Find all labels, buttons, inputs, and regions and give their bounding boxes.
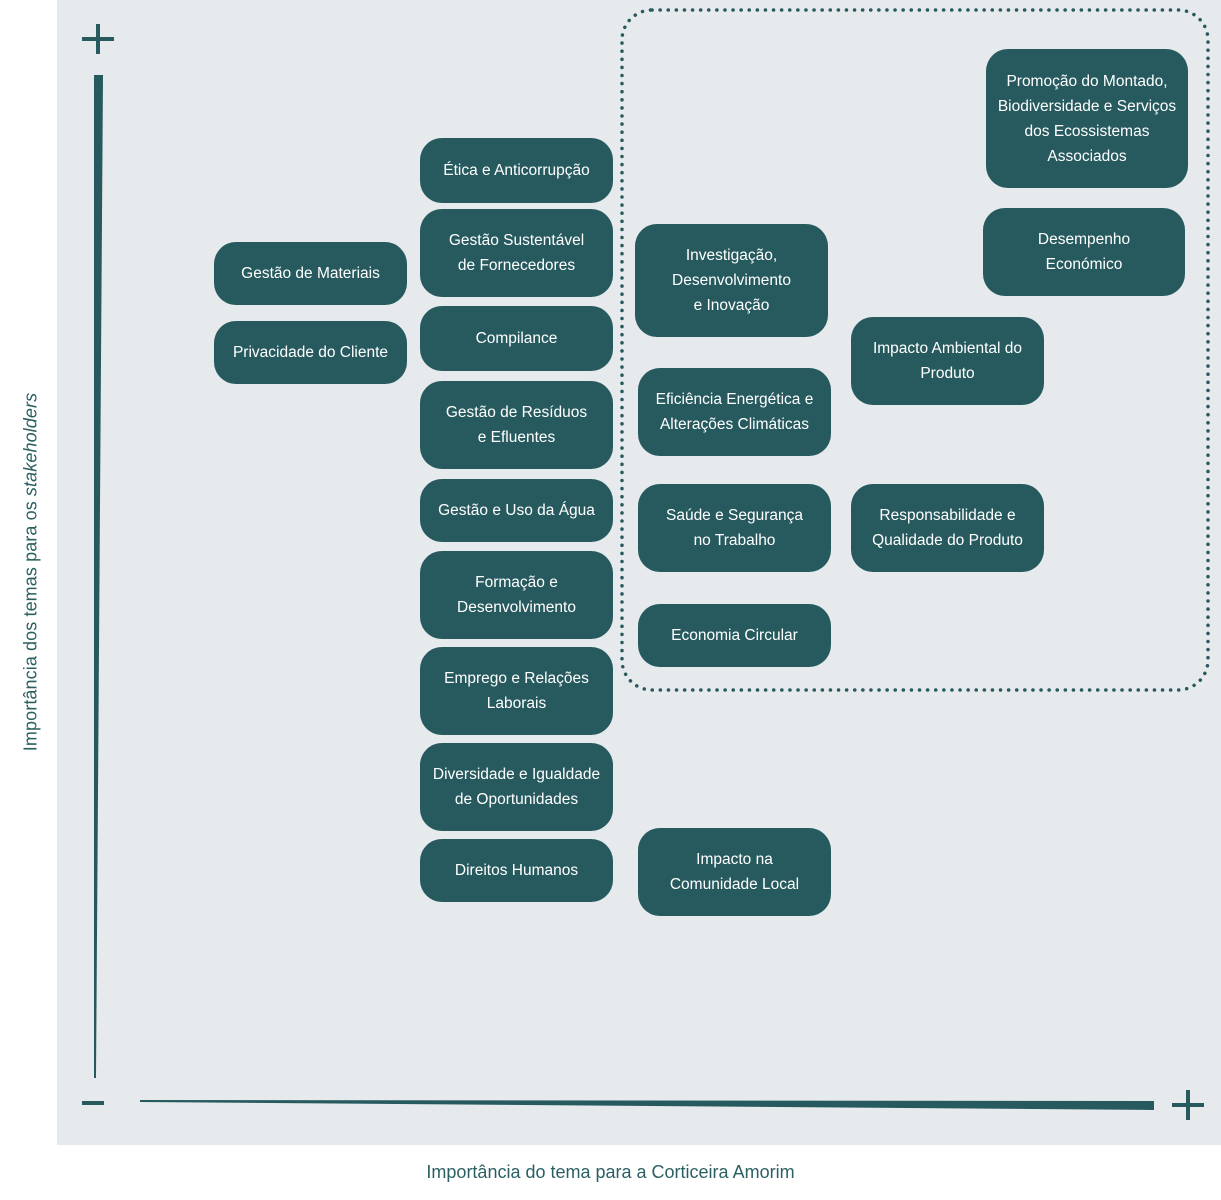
topic-diversidade: Diversidade e Igualdade de Oportunidades [420, 743, 613, 831]
topic-label: Formação e Desenvolvimento [457, 574, 576, 616]
topic-formacao: Formação e Desenvolvimento [420, 551, 613, 639]
y-axis-line [94, 75, 103, 1078]
topic-etica-anticorrupcao: Ética e Anticorrupção [420, 138, 613, 203]
topic-gestao-agua: Gestão e Uso da Água [420, 479, 613, 542]
topic-label: Diversidade e Igualdade de Oportunidades [432, 766, 601, 808]
topic-eficiencia-energetica: Eficiência Energética e Alterações Climá… [638, 368, 831, 456]
y-axis-label: Importância dos temas para os stakeholde… [20, 392, 41, 752]
x-plus-icon [1172, 1090, 1204, 1120]
topic-impacto-ambiental-produto: Impacto Ambiental do Produto [851, 317, 1044, 405]
topic-label: Emprego e Relações Laborais [444, 670, 589, 712]
topic-label: Compilance [475, 330, 558, 347]
topic-saude-seguranca: Saúde e Segurança no Trabalho [638, 484, 831, 572]
topic-label: Saúde e Segurança no Trabalho [665, 507, 804, 549]
topic-label: Economia Circular [671, 627, 798, 644]
topic-label: Promoção do Montado, Biodiversidade e Se… [997, 72, 1177, 165]
topic-emprego-relacoes: Emprego e Relações Laborais [420, 647, 613, 735]
topic-desempenho-economico: Desempenho Económico [983, 208, 1185, 296]
topic-gestao-fornecedores: Gestão Sustentável de Fornecedores [420, 209, 613, 297]
topic-label: Gestão de Materiais [241, 265, 380, 282]
topic-label: Ética e Anticorrupção [443, 162, 590, 179]
topic-label: Investigação, Desenvolvimento e Inovação [672, 247, 791, 314]
topic-label: Gestão de Resíduos e Efluentes [445, 404, 588, 446]
topic-impacto-comunidade: Impacto na Comunidade Local [638, 828, 831, 916]
matrix-panel [57, 0, 1221, 1145]
topic-label: Privacidade do Cliente [232, 344, 389, 361]
topic-label: Impacto Ambiental do Produto [872, 340, 1023, 382]
y-plus-icon [82, 24, 114, 54]
topic-label: Responsabilidade e Qualidade do Produto [872, 507, 1023, 549]
topic-promocao-montado: Promoção do Montado, Biodiversidade e Se… [986, 49, 1188, 188]
topic-investigacao: Investigação, Desenvolvimento e Inovação [635, 224, 828, 337]
topic-privacidade-cliente: Privacidade do Cliente [214, 321, 407, 384]
origin-minus-icon [82, 1101, 104, 1105]
topic-label: Desempenho Económico [1037, 231, 1131, 273]
topic-economia-circular: Economia Circular [638, 604, 831, 667]
topic-label: Gestão e Uso da Água [438, 502, 595, 519]
topic-gestao-materiais: Gestão de Materiais [214, 242, 407, 305]
topic-direitos-humanos: Direitos Humanos [420, 839, 613, 902]
y-axis-label-italic: stakeholders [20, 392, 41, 497]
x-axis-line [140, 1100, 1154, 1110]
x-axis-label: Importância do tema para a Corticeira Am… [426, 1162, 795, 1182]
topic-gestao-residuos: Gestão de Resíduos e Efluentes [420, 381, 613, 469]
topic-label: Gestão Sustentável de Fornecedores [448, 232, 585, 274]
topic-label: Eficiência Energética e Alterações Climá… [655, 391, 814, 433]
topic-label: Direitos Humanos [454, 862, 579, 879]
priority-zone-outline [620, 8, 1210, 692]
topic-compliance: Compilance [420, 306, 613, 371]
topic-label: Impacto na Comunidade Local [669, 851, 800, 893]
topic-responsabilidade-produto: Responsabilidade e Qualidade do Produto [851, 484, 1044, 572]
